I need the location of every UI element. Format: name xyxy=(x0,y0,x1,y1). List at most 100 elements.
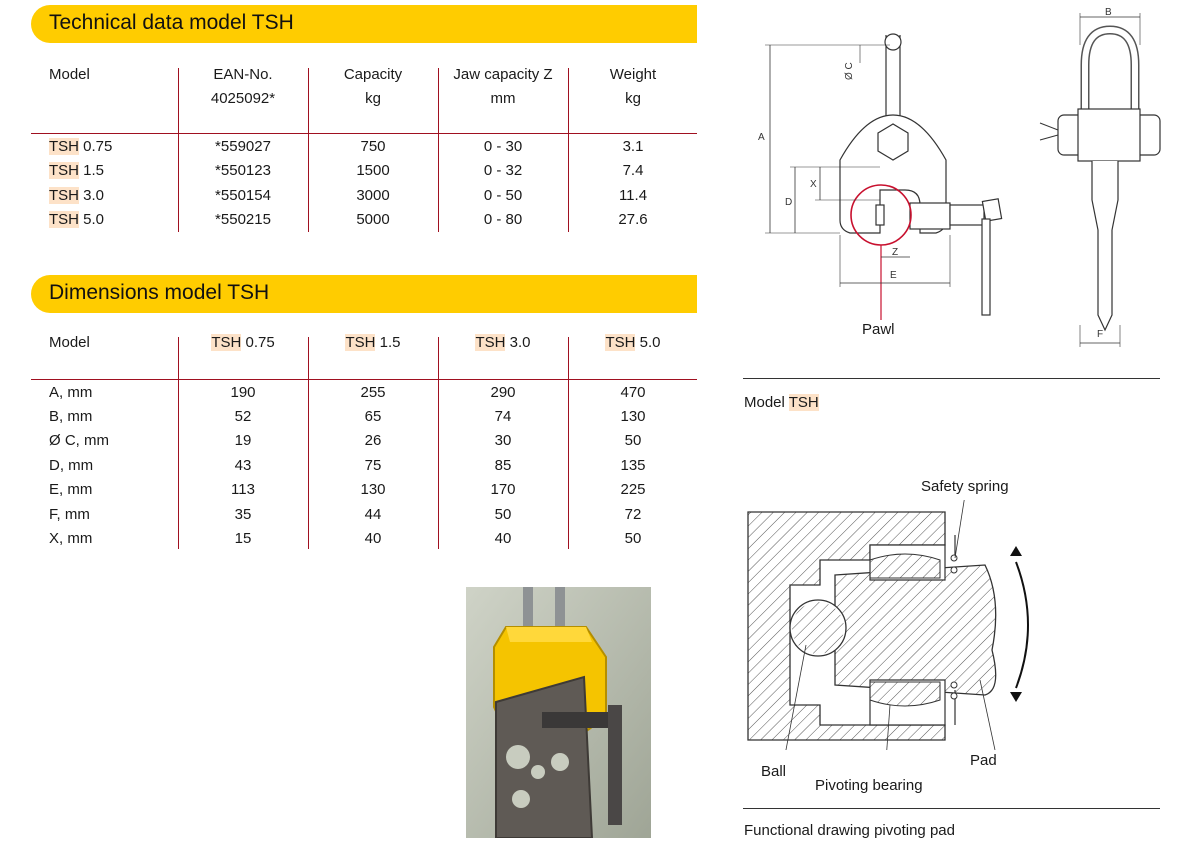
dim-value: 15 xyxy=(234,530,252,547)
dim-value: 65 xyxy=(364,408,382,425)
model-size: 0.75 xyxy=(241,334,275,351)
col-header-jaw: Jaw capacity Z xyxy=(453,66,553,83)
dim-value: 50 xyxy=(494,506,512,523)
dimensions-banner: Dimensions model TSH xyxy=(31,275,697,313)
technical-data-banner: Technical data model TSH xyxy=(31,5,697,43)
model-size: 1.5 xyxy=(79,162,105,179)
jaw-cell: 0 - 30 xyxy=(483,138,523,155)
dim-value: 85 xyxy=(494,457,512,474)
model-prefix: TSH xyxy=(49,187,79,204)
capacity-cell: 3000 xyxy=(356,187,390,204)
weight-cell: 11.4 xyxy=(618,187,648,204)
dim-label: B, mm xyxy=(49,408,93,425)
column-divider xyxy=(178,337,179,549)
dim-value: 44 xyxy=(364,506,382,523)
model-size: 3.0 xyxy=(505,334,531,351)
model-size: 1.5 xyxy=(375,334,401,351)
dims-header-model-size: TSH 5.0 xyxy=(568,334,698,352)
model-size: 3.0 xyxy=(79,187,105,204)
caption-prefix: Model xyxy=(744,394,789,411)
model-prefix: TSH xyxy=(475,334,506,351)
model-cell: TSH 0.75 xyxy=(49,138,112,156)
pivoting-pad-drawing xyxy=(747,500,1029,750)
safety-spring-label: Safety spring xyxy=(921,478,1009,495)
col-subheader-capacity: kg xyxy=(365,90,381,107)
pivoting-bearing-label: Pivoting bearing xyxy=(815,777,923,794)
ean-cell: *550215 xyxy=(215,211,271,228)
dim-value: 130 xyxy=(620,408,646,425)
dim-label: X, mm xyxy=(49,530,93,547)
weight-cell: 7.4 xyxy=(622,162,644,179)
dimensions-title: Dimensions model TSH xyxy=(49,281,270,304)
technical-data-title: Technical data model TSH xyxy=(49,11,294,34)
technical-drawing-tsh: A B Ø C D E F X Z xyxy=(758,7,1161,347)
dim-letter-d: D xyxy=(785,197,792,208)
dim-value: 190 xyxy=(230,384,256,401)
model-prefix: TSH xyxy=(211,334,242,351)
pawl-label: Pawl xyxy=(862,321,895,338)
dim-label: A, mm xyxy=(49,384,93,401)
model-prefix: TSH xyxy=(49,138,79,155)
dim-value: 74 xyxy=(494,408,512,425)
dim-label: F, mm xyxy=(49,506,90,523)
dim-letter-a: A xyxy=(758,132,765,143)
dim-value: 35 xyxy=(234,506,252,523)
capacity-cell: 750 xyxy=(360,138,386,155)
dim-label: Ø C, mm xyxy=(49,432,109,449)
caption-rule xyxy=(743,808,1160,809)
model-prefix: TSH xyxy=(345,334,376,351)
dims-header-model-size: TSH 0.75 xyxy=(178,334,308,352)
col-header-model: Model xyxy=(49,66,90,83)
capacity-cell: 5000 xyxy=(356,211,390,228)
dim-value: 52 xyxy=(234,408,252,425)
column-divider xyxy=(308,68,309,232)
column-divider xyxy=(178,68,179,232)
dim-letter-f: F xyxy=(1097,329,1103,340)
product-photo xyxy=(466,587,651,838)
dim-letter-e: E xyxy=(890,270,897,281)
model-prefix: TSH xyxy=(49,162,79,179)
caption-model: TSH xyxy=(788,394,819,411)
dim-value: 43 xyxy=(234,457,252,474)
dim-value: 30 xyxy=(494,432,512,449)
dim-letter-c: Ø C xyxy=(844,62,855,80)
model-size: 5.0 xyxy=(635,334,661,351)
dim-value: 40 xyxy=(364,530,382,547)
dim-value: 50 xyxy=(624,530,642,547)
dim-value: 40 xyxy=(494,530,512,547)
dim-value: 470 xyxy=(620,384,646,401)
col-subheader-weight: kg xyxy=(625,90,641,107)
jaw-cell: 0 - 80 xyxy=(483,211,523,228)
dim-value: 135 xyxy=(620,457,646,474)
dim-letter-x: X xyxy=(810,179,817,190)
dim-label: E, mm xyxy=(49,481,93,498)
column-divider xyxy=(568,337,569,549)
model-cell: TSH 3.0 xyxy=(49,187,104,205)
dims-header-model-size: TSH 1.5 xyxy=(308,334,438,352)
model-tsh-caption: Model TSH xyxy=(744,394,819,411)
dim-value: 130 xyxy=(360,481,386,498)
dims-header-model: Model xyxy=(49,334,90,351)
functional-drawing-caption: Functional drawing pivoting pad xyxy=(744,822,955,839)
model-size: 0.75 xyxy=(79,138,113,155)
column-divider xyxy=(568,68,569,232)
model-prefix: TSH xyxy=(605,334,636,351)
table-header-rule xyxy=(31,133,697,134)
column-divider xyxy=(308,337,309,549)
col-header-weight: Weight xyxy=(609,66,657,83)
model-prefix: TSH xyxy=(49,211,79,228)
dim-value: 290 xyxy=(490,384,516,401)
model-cell: TSH 1.5 xyxy=(49,162,104,180)
caption-rule xyxy=(743,378,1160,379)
dim-value: 26 xyxy=(364,432,382,449)
jaw-cell: 0 - 32 xyxy=(483,162,523,179)
ean-cell: *550123 xyxy=(215,162,271,179)
dim-value: 72 xyxy=(624,506,642,523)
weight-cell: 3.1 xyxy=(622,138,644,155)
ean-cell: *559027 xyxy=(215,138,271,155)
column-divider xyxy=(438,337,439,549)
dim-label: D, mm xyxy=(49,457,94,474)
model-cell: TSH 5.0 xyxy=(49,211,104,229)
dim-letter-b: B xyxy=(1105,7,1112,18)
ean-cell: *550154 xyxy=(215,187,271,204)
